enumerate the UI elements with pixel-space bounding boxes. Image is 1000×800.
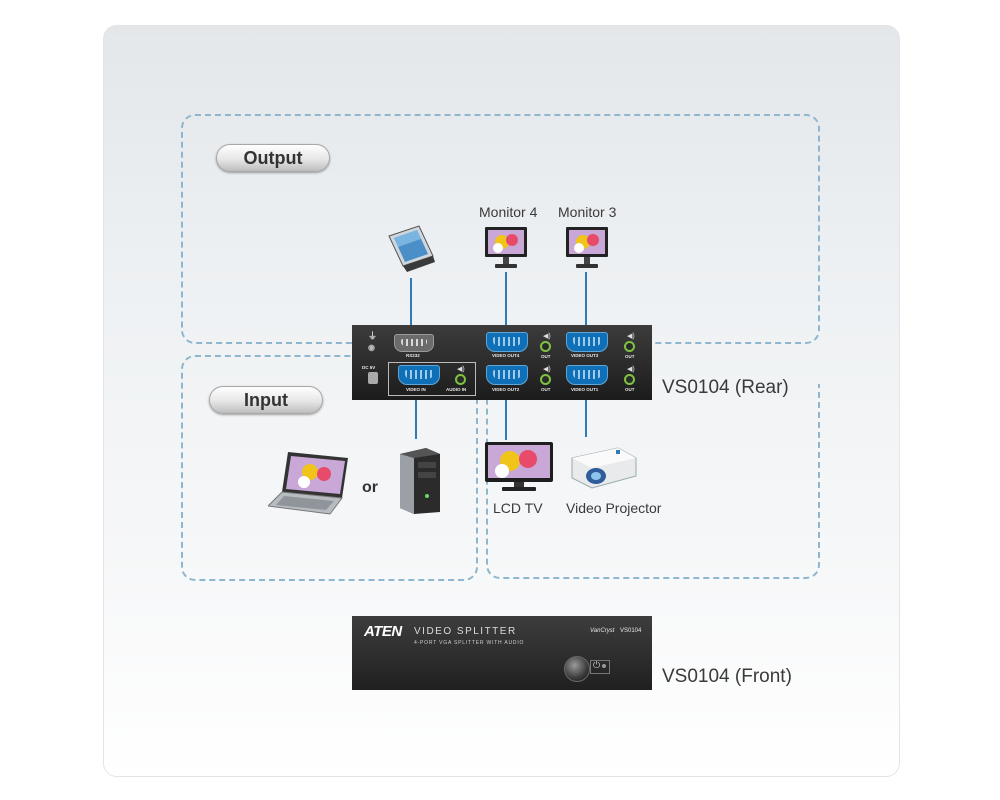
speaker-icon: ◀) xyxy=(627,366,635,373)
cable-lcd-tv xyxy=(505,395,507,440)
video-projector-label: Video Projector xyxy=(566,500,662,516)
video-in-frame xyxy=(388,362,476,396)
output-label: Output xyxy=(216,144,330,172)
cable-monitor4 xyxy=(505,272,507,334)
video-out2-port xyxy=(486,365,528,385)
video-out4-port xyxy=(486,332,528,352)
monitor3-label: Monitor 3 xyxy=(558,204,617,220)
input-zone xyxy=(181,355,478,581)
video-out1-port xyxy=(566,365,608,385)
lcd-tv-label: LCD TV xyxy=(493,500,543,516)
power-indicator-box xyxy=(590,660,610,674)
video-projector-icon xyxy=(571,447,637,489)
out3-label: OUT xyxy=(625,354,635,359)
audio-out4-jack xyxy=(540,341,551,352)
front-subtitle: 4-PORT VGA SPLITTER WITH AUDIO xyxy=(414,640,525,646)
touchscreen-monitor-icon xyxy=(388,225,435,272)
audio-in-jack xyxy=(455,374,466,385)
out4-label: OUT xyxy=(541,354,551,359)
cable-projector xyxy=(585,395,587,437)
video-in-port xyxy=(398,365,440,385)
power-icon: ⏻ xyxy=(593,660,601,670)
monitor4-label: Monitor 4 xyxy=(479,204,538,220)
power-led xyxy=(602,664,606,668)
front-caption: VS0104 (Front) xyxy=(662,666,792,687)
video-out3-label: VIDEO OUT3 xyxy=(571,353,599,358)
or-text: or xyxy=(362,479,378,496)
audio-out1-jack xyxy=(624,374,635,385)
monitor4-icon xyxy=(485,227,527,268)
front-model: VS0104 xyxy=(620,628,642,634)
speaker-icon: ◀) xyxy=(543,333,551,340)
speaker-icon: ◀) xyxy=(457,366,465,373)
pc-tower-icon xyxy=(400,448,440,514)
monitor3-icon xyxy=(566,227,608,268)
ground-icon: ⏚ xyxy=(368,331,378,341)
video-in-label: VIDEO IN xyxy=(406,387,426,392)
lcd-tv-icon xyxy=(485,442,553,491)
speaker-icon: ◀) xyxy=(627,333,635,340)
out2-label: OUT xyxy=(541,387,551,392)
audio-out3-jack xyxy=(624,341,635,352)
video-out2-label: VIDEO OUT2 xyxy=(492,387,520,392)
vs0104-rear-panel: ⏚ ◉ RS232 VIDEO OUT4 ◀) OUT VIDEO OUT3 ◀… xyxy=(352,325,652,400)
dc-power-jack xyxy=(368,372,378,384)
rear-screw-icon: ◉ xyxy=(368,343,375,352)
video-out1-label: VIDEO OUT1 xyxy=(571,387,599,392)
front-title: VIDEO SPLITTER xyxy=(414,626,517,637)
cable-monitor3 xyxy=(585,272,587,334)
audio-in-label: AUDIO IN xyxy=(446,387,467,392)
cable-input xyxy=(415,395,417,439)
laptop-icon xyxy=(268,452,348,515)
rear-caption: VS0104 (Rear) xyxy=(662,377,789,398)
dc-power-label: DC 5V xyxy=(362,365,376,370)
vs0104-front-panel: ATEN VIDEO SPLITTER 4-PORT VGA SPLITTER … xyxy=(352,616,652,690)
aten-logo: ATEN xyxy=(364,623,402,640)
video-out3-port xyxy=(566,332,608,352)
out1-label: OUT xyxy=(625,387,635,392)
front-series: VanCryst xyxy=(590,628,615,634)
input-label: Input xyxy=(209,386,323,414)
rs232-port xyxy=(394,334,434,352)
power-button[interactable] xyxy=(564,656,590,682)
cable-touchscreen xyxy=(410,278,412,334)
speaker-icon: ◀) xyxy=(543,366,551,373)
rs232-port-label: RS232 xyxy=(406,353,420,358)
video-out4-label: VIDEO OUT4 xyxy=(492,353,520,358)
audio-out2-jack xyxy=(540,374,551,385)
